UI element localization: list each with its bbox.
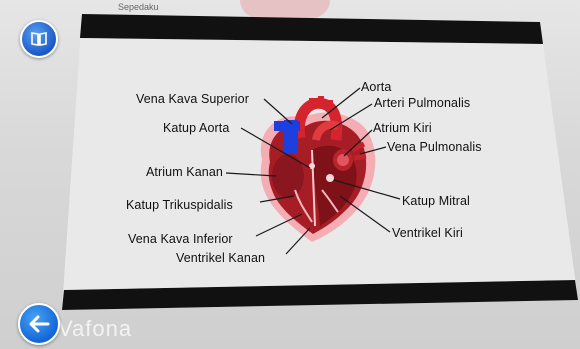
- back-arrow-icon: [28, 315, 50, 333]
- label-katup-aorta: Katup Aorta: [163, 121, 229, 135]
- label-arteri-pulmonalis: Arteri Pulmonalis: [374, 96, 470, 110]
- label-atrium-kanan: Atrium Kanan: [146, 165, 223, 179]
- label-vena-kava-inferior: Vena Kava Inferior: [128, 232, 233, 246]
- back-button[interactable]: [18, 303, 60, 345]
- label-atrium-kiri: Atrium Kiri: [373, 121, 432, 135]
- brand-watermark: Vafona: [58, 316, 132, 342]
- book-button[interactable]: [20, 20, 58, 58]
- book-icon: [30, 31, 48, 47]
- label-vena-kava-superior: Vena Kava Superior: [136, 92, 249, 106]
- label-katup-mitral: Katup Mitral: [402, 194, 470, 208]
- label-katup-trikuspidalis: Katup Trikuspidalis: [126, 198, 233, 212]
- label-ventrikel-kiri: Ventrikel Kiri: [392, 226, 463, 240]
- label-aorta: Aorta: [361, 80, 391, 94]
- label-ventrikel-kanan: Ventrikel Kanan: [176, 251, 265, 265]
- label-vena-pulmonalis: Vena Pulmonalis: [387, 140, 482, 154]
